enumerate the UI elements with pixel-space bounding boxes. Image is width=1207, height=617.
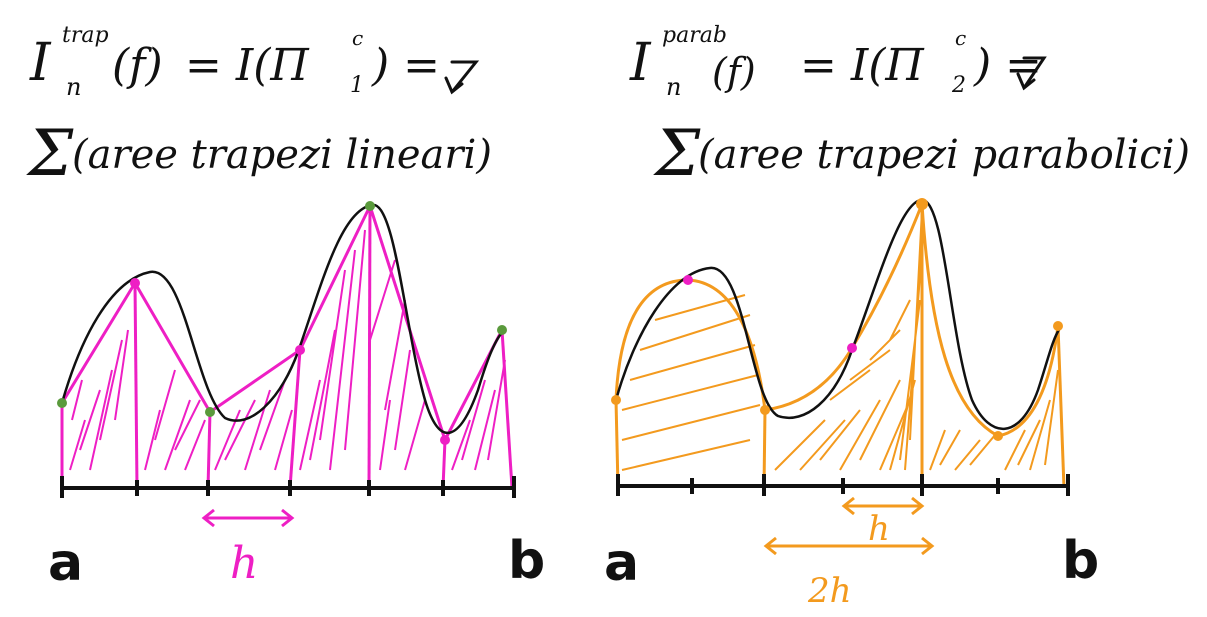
trapezoid-formula: I trap n (f) = I(Π c 1 ) = (29, 23, 480, 101)
parabolic-interpolant (614, 203, 1066, 489)
nodes (611, 198, 1063, 441)
x-axis (616, 474, 1070, 496)
node-point (205, 407, 215, 417)
node-point (916, 198, 928, 210)
trapezoid-diagram: I trap n (f) = I(Π c 1 ) = Σ (aree trape… (26, 23, 545, 593)
node-point (611, 395, 621, 405)
parabolic-panel: I parab n (f) = I(Π c 2 ) = Σ (aree trap… (600, 0, 1207, 617)
formula-sup: trap (62, 23, 109, 48)
label-h: h (868, 509, 890, 549)
formula-mid-sub: 2 (951, 73, 966, 98)
function-curve (60, 203, 506, 434)
parabolic-diagram: I parab n (f) = I(Π c 2 ) = Σ (aree trap… (604, 23, 1190, 611)
node-point (1053, 321, 1063, 331)
formula-mid-sup: c (352, 26, 363, 50)
node-point (295, 345, 305, 355)
formula-mid: = I(Π (800, 40, 925, 91)
label-2h: 2h (807, 571, 852, 611)
node-point (440, 435, 450, 445)
node-point (130, 278, 140, 288)
label-b: b (508, 531, 545, 591)
parabolic-sum: Σ (aree trapezi parabolici) (653, 117, 1190, 191)
formula-sup: parab (662, 23, 727, 48)
x-axis (60, 476, 516, 498)
formula-arg: (f) (712, 50, 756, 94)
formula-mid-sub: 1 (350, 73, 364, 98)
sigma-symbol: Σ (653, 117, 701, 191)
formula-lhs: I (29, 33, 52, 93)
arrow-down-icon (1016, 56, 1047, 91)
trapezoid-panel: I trap n (f) = I(Π c 1 ) = Σ (aree trape… (0, 0, 600, 617)
node-point (993, 431, 1003, 441)
node-point (365, 201, 375, 211)
node-point (683, 275, 693, 285)
function-curve (614, 198, 1062, 430)
formula-arg: (f) (112, 40, 163, 91)
2h-arrow (763, 536, 935, 556)
formula-sub: n (66, 73, 81, 101)
linear-interpolant (60, 204, 514, 489)
formula-mid: = I(Π (185, 40, 310, 91)
formula-sub: n (666, 73, 681, 101)
parabolic-formula: I parab n (f) = I(Π c 2 ) = (629, 23, 1047, 101)
node-point (497, 325, 507, 335)
hatching (69, 229, 506, 471)
node-point (847, 343, 857, 353)
node-point (760, 405, 770, 415)
formula-lhs: I (629, 33, 652, 93)
label-a: a (48, 533, 83, 593)
nodes (57, 201, 507, 445)
node-point (57, 398, 67, 408)
hatching (621, 209, 1059, 471)
label-b: b (1062, 531, 1099, 591)
arrow-down-icon (444, 60, 480, 95)
label-h: h (230, 538, 258, 589)
formula-mid-sup: c (955, 26, 966, 50)
sigma-symbol: Σ (26, 117, 74, 191)
h-arrow (201, 508, 295, 528)
trapezoid-sum: Σ (aree trapezi lineari) (26, 117, 492, 191)
formula-end: ) = (371, 40, 440, 91)
sum-text: (aree trapezi lineari) (72, 132, 492, 178)
label-a: a (604, 533, 639, 593)
h-arrow (841, 496, 925, 516)
sum-text: (aree trapezi parabolici) (698, 132, 1190, 178)
